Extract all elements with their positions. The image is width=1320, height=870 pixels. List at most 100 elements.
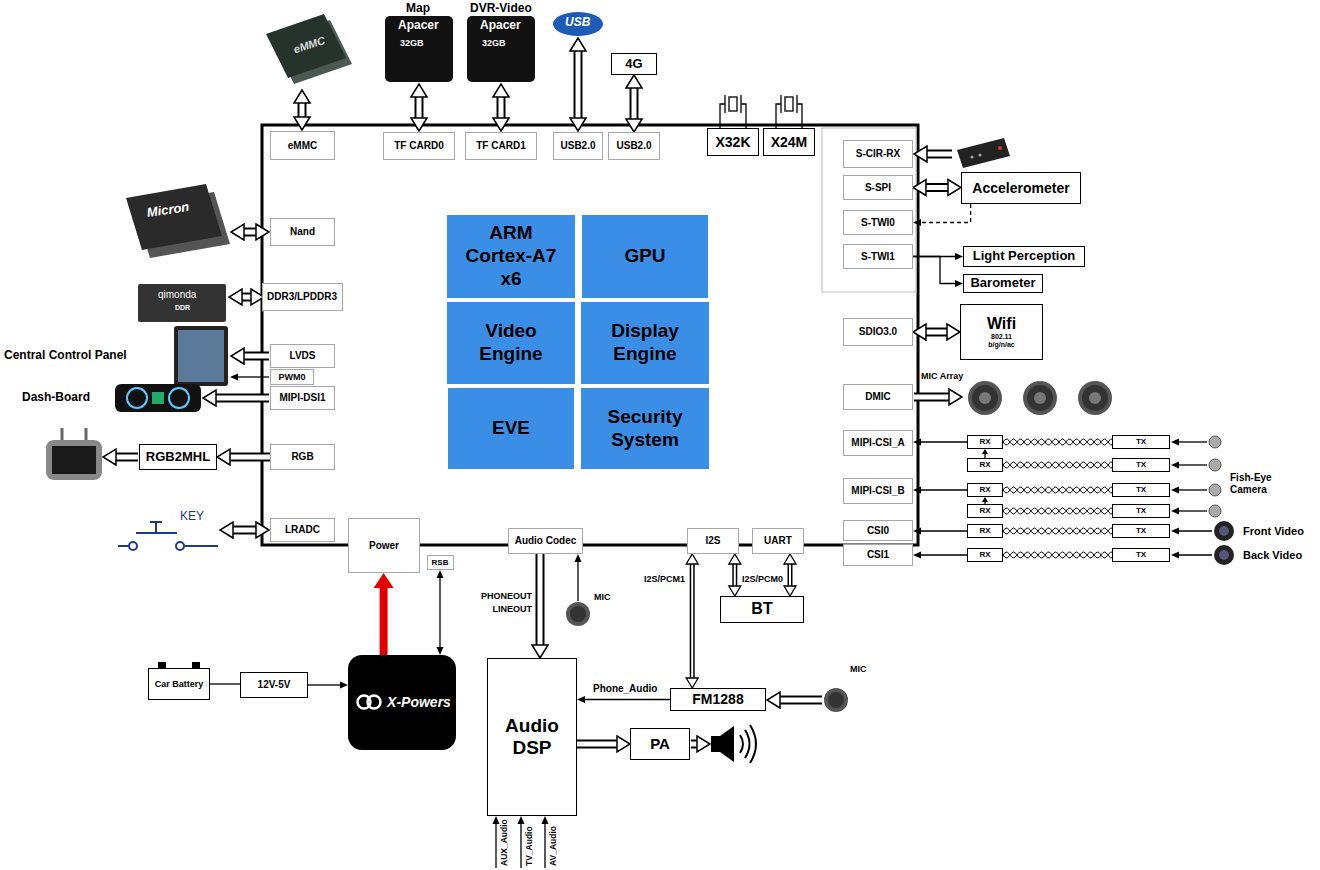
signal-name: PHONEOUT bbox=[481, 591, 532, 601]
connector bbox=[1003, 528, 1112, 534]
headrest-screen-picture bbox=[85, 428, 88, 440]
connector-line bbox=[921, 554, 967, 555]
microphone-picture bbox=[824, 688, 848, 712]
connector bbox=[230, 457, 270, 458]
hollow-arrow-outline bbox=[242, 293, 251, 302]
key-switch-symbol bbox=[155, 522, 157, 533]
key-switch-symbol bbox=[118, 522, 218, 550]
crystal-box: X32K bbox=[707, 128, 759, 156]
connector-outline bbox=[690, 564, 695, 678]
crystal-symbol bbox=[729, 97, 737, 111]
node-text: RX bbox=[979, 526, 990, 535]
connector-line bbox=[585, 699, 670, 700]
node-text: 802.11 b/g/n/ac bbox=[982, 333, 1022, 349]
crystal-symbol bbox=[720, 95, 746, 128]
nand-chip-picture bbox=[126, 184, 230, 258]
interface-box: DDR3/LPDDR3 bbox=[262, 283, 343, 311]
node-text: BT bbox=[751, 600, 772, 618]
pmic-box: X-Powers bbox=[348, 655, 456, 750]
hollow-arrow-outline bbox=[780, 696, 822, 705]
hollow-arrow-line bbox=[300, 103, 305, 117]
microphone-picture bbox=[1082, 385, 1108, 411]
connector bbox=[921, 531, 967, 532]
interface-box: CSI0 bbox=[843, 520, 913, 541]
logo-text: USB bbox=[565, 16, 590, 30]
microphone-picture bbox=[1089, 392, 1101, 404]
connector-line bbox=[921, 204, 971, 223]
connector bbox=[921, 442, 967, 443]
amplifier-box: PA bbox=[630, 728, 690, 760]
picture-caption: DVR-Video bbox=[470, 2, 532, 16]
speaker-symbol bbox=[740, 725, 756, 763]
transmitter-box: TX bbox=[1112, 504, 1170, 518]
interface-box: USB2.0 bbox=[608, 132, 660, 160]
connector bbox=[585, 699, 670, 700]
transmitter-box: TX bbox=[1112, 483, 1170, 497]
microphone-picture bbox=[566, 381, 1112, 712]
node-text: TX bbox=[1136, 526, 1146, 535]
node-text: FM1288 bbox=[692, 691, 743, 707]
emmc-chip-picture bbox=[266, 14, 346, 78]
microphone-picture bbox=[972, 385, 998, 411]
node-text: RGB2MHL bbox=[146, 450, 210, 465]
remote-control-picture bbox=[998, 146, 1002, 150]
node-text: MIPI-CSI_B bbox=[851, 485, 904, 497]
hollow-arrow-line bbox=[116, 455, 138, 460]
hollow-arrow-outline bbox=[244, 352, 269, 361]
connector-outline bbox=[926, 183, 948, 192]
hollow-arrow-outline bbox=[574, 51, 583, 118]
hollow-arrow-outline bbox=[927, 150, 952, 159]
key-switch-symbol bbox=[129, 542, 137, 550]
connector bbox=[1003, 508, 1112, 514]
signal-arrow bbox=[1179, 464, 1207, 465]
core-block: GPU bbox=[582, 215, 708, 298]
sensor-box: Light Perception bbox=[963, 246, 1085, 267]
connector bbox=[921, 490, 967, 491]
node-text: S-TWI1 bbox=[861, 251, 895, 263]
hollow-arrow-line bbox=[914, 395, 949, 400]
sd-card-picture bbox=[385, 16, 535, 82]
signal-name: TV_Audio bbox=[525, 826, 535, 866]
connector-line bbox=[734, 564, 736, 586]
nand-chip-picture bbox=[126, 184, 222, 250]
connector-outline bbox=[230, 453, 270, 462]
crystal-symbol bbox=[776, 95, 802, 128]
emmc-chip-picture bbox=[266, 14, 352, 84]
signal-name: AUX_Audio bbox=[500, 819, 510, 866]
transmitter-box: TX bbox=[1112, 548, 1170, 562]
node-text: RX bbox=[979, 506, 990, 515]
signal-arrow bbox=[1179, 441, 1207, 442]
module-box: 4G bbox=[611, 53, 657, 75]
node-text: RX bbox=[979, 550, 990, 559]
interface-box: TF CARD0 bbox=[383, 132, 455, 160]
device-caption: Back Video bbox=[1243, 549, 1302, 562]
node-text: TX bbox=[1136, 506, 1146, 515]
node-text: DMIC bbox=[865, 391, 891, 403]
hollow-arrow-outline bbox=[244, 228, 256, 237]
node-text: TX bbox=[1136, 550, 1146, 559]
crystal-symbol bbox=[720, 95, 802, 128]
node-text: Nand bbox=[290, 226, 315, 238]
node-text: RX bbox=[979, 460, 990, 469]
interface-box: Nand bbox=[270, 218, 335, 246]
connector bbox=[921, 555, 967, 556]
connector bbox=[1003, 487, 1112, 493]
hollow-arrow-line bbox=[927, 152, 952, 157]
device-caption: Dash-Board bbox=[22, 391, 90, 405]
node-text: S-CIR-RX bbox=[856, 148, 900, 160]
node-text: X32K bbox=[715, 134, 750, 150]
module-box: FM1288 bbox=[670, 688, 766, 711]
microphone-picture bbox=[1023, 381, 1057, 415]
camera-picture bbox=[1209, 505, 1221, 517]
node-text: TX bbox=[1136, 485, 1146, 494]
card-marking: 32GB bbox=[482, 38, 506, 48]
camera-picture bbox=[1214, 521, 1234, 541]
key-switch-symbol bbox=[150, 521, 162, 523]
hollow-arrow-line bbox=[216, 396, 269, 401]
device-caption: MIC bbox=[850, 664, 867, 674]
node-text: Security System bbox=[594, 406, 696, 452]
hollow-arrow-line bbox=[576, 51, 581, 118]
node-text: USB2.0 bbox=[560, 140, 595, 152]
interface-box: Power bbox=[348, 518, 420, 573]
node-text: MIPI-DSI1 bbox=[279, 392, 325, 404]
